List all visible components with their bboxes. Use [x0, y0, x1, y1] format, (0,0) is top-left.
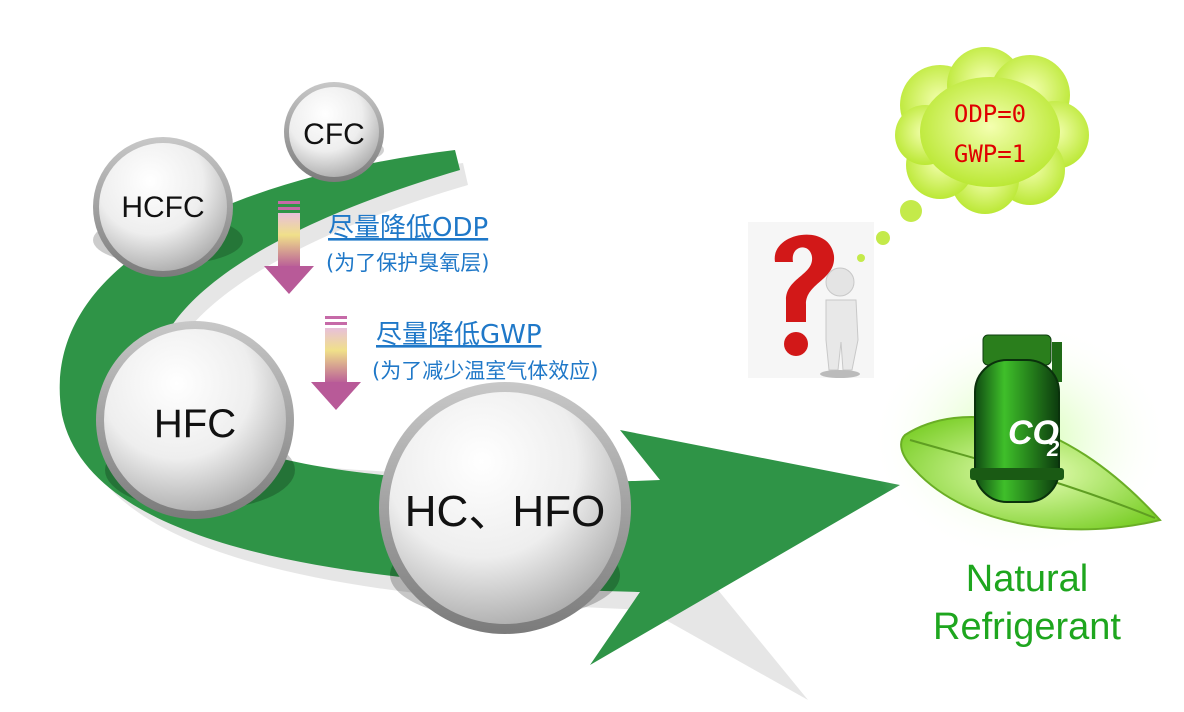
cloud-gwp-text: GWP=1	[954, 140, 1026, 168]
step-title-gwp: 尽量降低GWP	[376, 320, 542, 350]
step-subtitle-gwp: (为了减少温室气体效应)	[372, 359, 598, 383]
co2-label: CO	[1008, 414, 1059, 452]
result-label-line1: Natural	[966, 558, 1089, 600]
co2-subscript: 2	[1046, 436, 1060, 461]
step-arrow-gwp	[311, 316, 361, 410]
step-subtitle-odp: (为了保护臭氧层)	[326, 251, 489, 275]
thinking-person-icon	[748, 222, 874, 378]
co2-compressor-leaf-icon: CO 2	[870, 320, 1170, 560]
thought-cloud: ODP=0 GWP=1	[895, 47, 1089, 214]
stage-hc-hfo: HC、HFO	[379, 382, 631, 634]
stage-label-cfc: CFC	[303, 118, 365, 151]
cloud-odp-text: ODP=0	[954, 100, 1026, 128]
stage-cfc: CFC	[284, 82, 384, 182]
thought-bubble-large	[900, 200, 922, 222]
thought-bubble-small	[857, 254, 865, 262]
step-title-odp: 尽量降低ODP	[328, 213, 488, 243]
stage-label-hcfc: HCFC	[121, 191, 204, 224]
stage-label-hc-hfo: HC、HFO	[405, 487, 605, 536]
step-arrow-odp	[264, 201, 314, 294]
thought-bubble-medium	[876, 231, 890, 245]
curved-arrow	[59, 150, 900, 665]
result-label-line2: Refrigerant	[933, 606, 1121, 648]
stage-hfc: HFC	[96, 321, 295, 519]
stage-hcfc: HCFC	[93, 137, 243, 277]
stage-label-hfc: HFC	[154, 402, 236, 446]
